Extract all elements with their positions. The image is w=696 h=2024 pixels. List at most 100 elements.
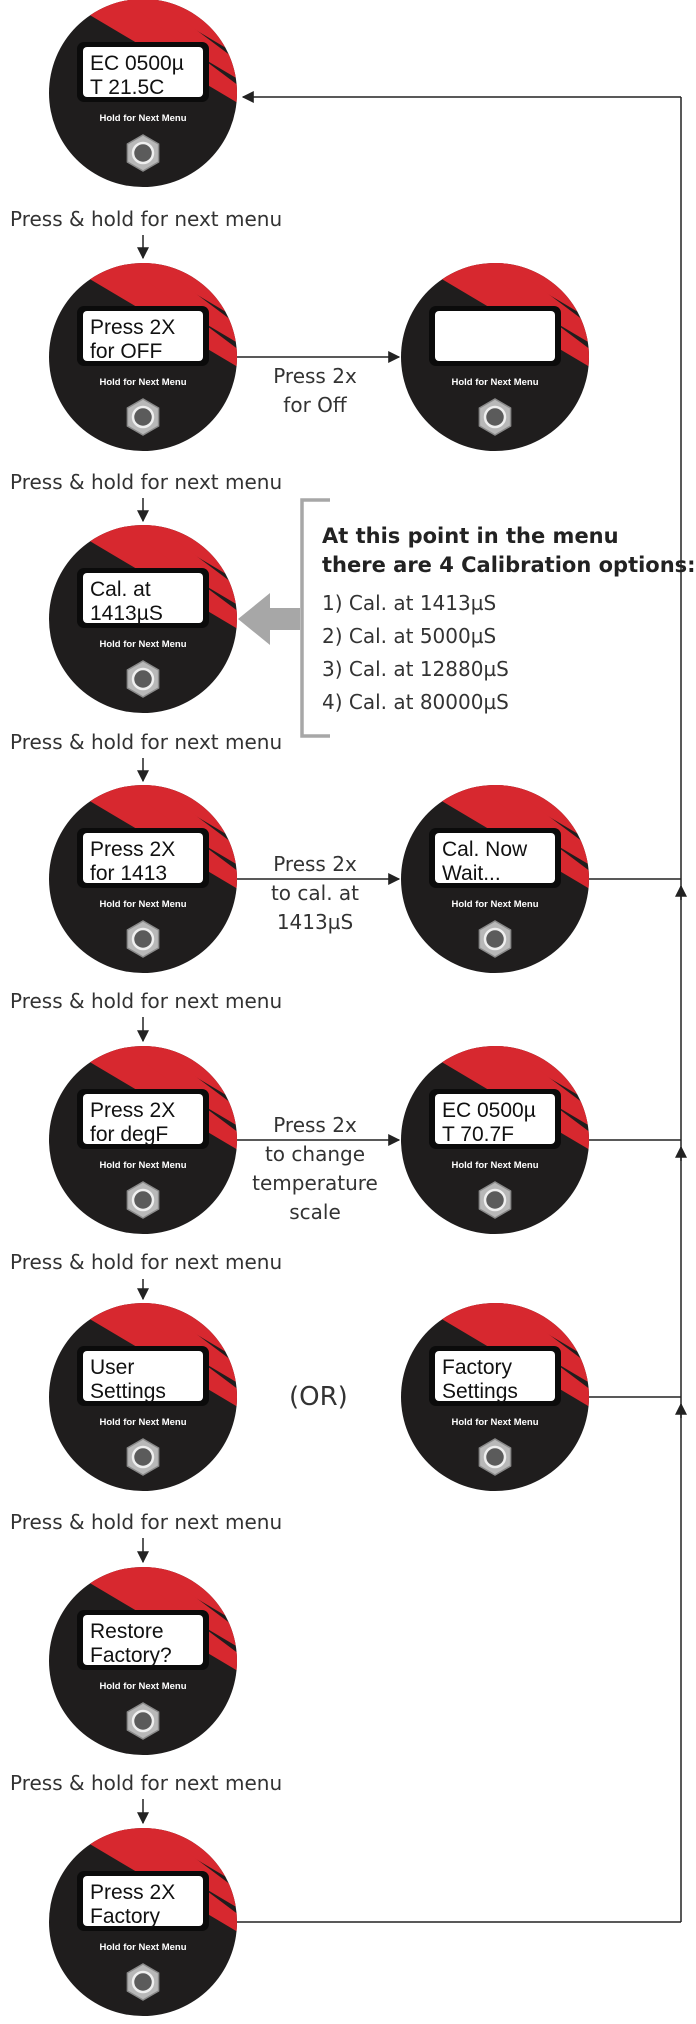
hold-label: Hold for Next Menu — [99, 113, 186, 124]
lcd-line-2: T 21.5C — [90, 76, 164, 99]
gray-pointer-arrow — [238, 593, 300, 645]
temp-action-label: Press 2x to change temperature scale — [245, 1111, 385, 1227]
button-cap — [131, 1709, 155, 1733]
red-stripe — [435, 1046, 589, 1105]
red-stripe — [83, 1046, 237, 1105]
lcd-screen — [83, 573, 203, 623]
lcd-screen — [435, 1351, 555, 1401]
button-cap — [483, 405, 507, 429]
button-cap — [483, 1445, 507, 1469]
lcd-screen — [83, 1876, 203, 1926]
hold-label: Hold for Next Menu — [451, 1160, 538, 1171]
red-stripe — [83, 785, 237, 844]
lcd-line-1: Press 2X — [90, 838, 175, 861]
hold-label: Hold for Next Menu — [99, 1160, 186, 1171]
lcd-line-1: User — [90, 1356, 134, 1379]
hold-label: Hold for Next Menu — [451, 377, 538, 388]
lcd-line-1: Cal. at — [90, 578, 151, 601]
button-cap — [131, 1445, 155, 1469]
push-button[interactable] — [126, 1963, 160, 2001]
lcd-screen — [435, 1094, 555, 1144]
device-dial: Hold for Next Menu — [401, 263, 589, 451]
cal-action-line: Press 2x — [273, 852, 357, 876]
step-label: Press & hold for next menu — [10, 207, 283, 231]
push-button[interactable] — [478, 920, 512, 958]
lcd-line-1: Restore — [90, 1620, 164, 1643]
callout-bracket — [238, 498, 330, 738]
red-stripe — [83, 1567, 237, 1626]
connectors — [137, 91, 687, 1923]
button-cap — [131, 927, 155, 951]
lcd-line-1: EC 0500µ — [442, 1099, 536, 1122]
step-label: Press & hold for next menu — [10, 730, 283, 754]
off-action-label: Press 2x for Off — [255, 362, 375, 420]
button-cap — [131, 405, 155, 429]
push-button[interactable] — [126, 134, 160, 172]
push-button[interactable] — [126, 660, 160, 698]
lcd-line-1: Press 2X — [90, 1099, 175, 1122]
push-button[interactable] — [126, 1702, 160, 1740]
hold-label: Hold for Next Menu — [99, 1417, 186, 1428]
hold-label: Hold for Next Menu — [99, 899, 186, 910]
lcd-line-1: Factory — [442, 1356, 513, 1379]
button-cap — [131, 1188, 155, 1212]
temp-action-line: to change — [264, 1142, 366, 1166]
lcd-screen — [83, 1094, 203, 1144]
red-stripe — [435, 785, 589, 844]
lcd-line-2: Settings — [442, 1380, 518, 1403]
cal-action-label: Press 2x to cal. at 1413µS — [255, 850, 375, 937]
lcd-screen — [83, 47, 203, 97]
cal-action-line: 1413µS — [276, 910, 354, 934]
red-stripe — [83, 0, 237, 58]
hold-label: Hold for Next Menu — [99, 639, 186, 650]
lcd-line-1: Press 2X — [90, 1881, 175, 1904]
lcd-screen — [83, 311, 203, 361]
push-button[interactable] — [126, 920, 160, 958]
button-cap — [483, 927, 507, 951]
temp-action-line: temperature — [252, 1171, 378, 1195]
lcd-line-2: 1413µS — [90, 602, 163, 625]
lcd-screen — [83, 1351, 203, 1401]
callout-title-line: At this point in the menu — [322, 524, 619, 548]
step-label: Press & hold for next menu — [10, 470, 283, 494]
lcd-line-2: T 70.7F — [442, 1123, 514, 1146]
lcd-line-2: for OFF — [90, 340, 162, 363]
hold-label: Hold for Next Menu — [451, 899, 538, 910]
push-button[interactable] — [478, 1438, 512, 1476]
push-button[interactable] — [478, 1181, 512, 1219]
lcd-line-2: for degF — [90, 1123, 168, 1146]
lcd-screen — [83, 1615, 203, 1665]
lcd-screen — [83, 833, 203, 883]
red-stripe — [83, 1303, 237, 1362]
callout-option: 3) Cal. at 12880µS — [322, 657, 509, 681]
callout-option: 4) Cal. at 80000µS — [322, 690, 509, 714]
step-label: Press & hold for next menu — [10, 1510, 283, 1534]
lcd-line-2: Wait... — [442, 862, 501, 885]
hold-label: Hold for Next Menu — [99, 377, 186, 388]
hold-label: Hold for Next Menu — [99, 1942, 186, 1953]
button-cap — [483, 1188, 507, 1212]
button-cap — [131, 1970, 155, 1994]
step-label: Press & hold for next menu — [10, 1250, 283, 1274]
step-label: Press & hold for next menu — [10, 989, 283, 1013]
red-stripe — [83, 1828, 237, 1887]
push-button[interactable] — [126, 1181, 160, 1219]
temp-action-line: Press 2x — [273, 1113, 357, 1137]
push-button[interactable] — [478, 398, 512, 436]
or-label: (OR) — [289, 1382, 348, 1412]
push-button[interactable] — [126, 1438, 160, 1476]
button-cap — [131, 667, 155, 691]
lcd-line-2: for 1413 — [90, 862, 167, 885]
push-button[interactable] — [126, 398, 160, 436]
lcd-screen — [435, 311, 555, 361]
